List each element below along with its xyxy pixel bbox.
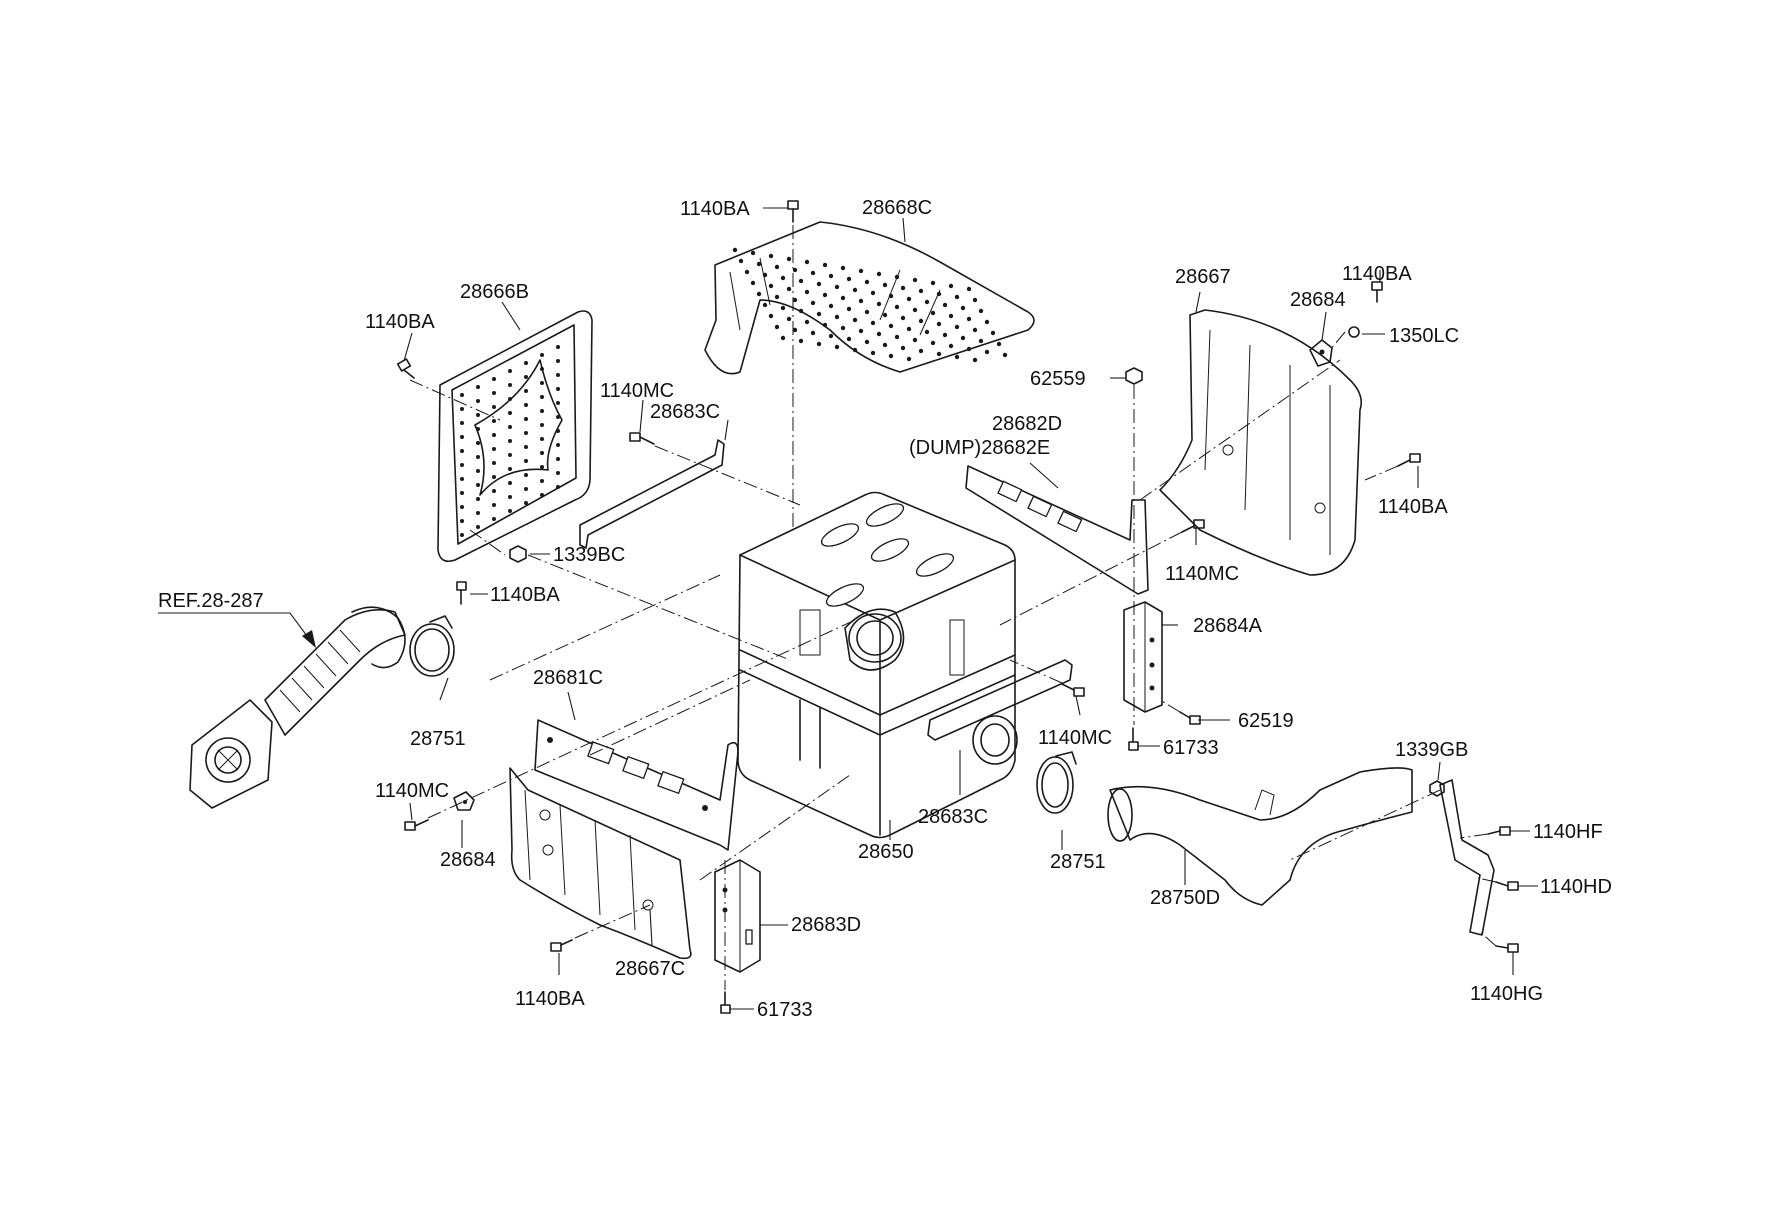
- clamp-28751-left: [409, 615, 455, 677]
- bolt-1140BA-mid: [456, 581, 467, 605]
- label-1140BA-left[interactable]: 1140BA: [365, 311, 435, 333]
- nut-1339BC: [509, 545, 527, 563]
- bracket-28683D: [714, 859, 761, 973]
- label-1339GB[interactable]: 1339GB: [1395, 739, 1468, 761]
- label-1350LC[interactable]: 1350LC: [1389, 325, 1459, 347]
- label-ref-28-287[interactable]: REF.28-287: [158, 590, 264, 612]
- tail-pipe-28750D: [1107, 767, 1413, 906]
- label-28667[interactable]: 28667: [1175, 266, 1231, 288]
- label-1140BA-right[interactable]: 1140BA: [1378, 496, 1448, 518]
- label-28750D[interactable]: 28750D: [1150, 887, 1220, 909]
- bolt-1140HG: [1495, 943, 1519, 953]
- bolt-1140MC-left: [404, 819, 429, 831]
- bolt-1140BA-bottom: [550, 939, 573, 952]
- bolt-1140HF: [1487, 826, 1511, 836]
- label-1140HD[interactable]: 1140HD: [1540, 876, 1612, 898]
- label-28666B[interactable]: 28666B: [460, 281, 529, 303]
- part-labels: 1140BA 28668C 28666B 1140BA 1140MC 28683…: [158, 197, 1612, 1021]
- bolt-1140MC-mid: [1061, 683, 1085, 697]
- label-28683C-upper[interactable]: 28683C: [650, 401, 720, 423]
- heat-shield-right-28667: [1159, 309, 1363, 576]
- clamp-28751-right: [1036, 751, 1077, 814]
- flex-pipe-ref-28-287: [189, 606, 406, 809]
- bolt-61733-right: [1128, 727, 1139, 751]
- bolt-1140MC-upper: [629, 432, 655, 445]
- bracket-28684-left: [453, 791, 475, 811]
- label-28681C[interactable]: 28681C: [533, 667, 603, 689]
- label-28683C-lower[interactable]: 28683C: [918, 806, 988, 828]
- nut-62559: [1125, 367, 1143, 385]
- label-1140BA-bottom[interactable]: 1140BA: [515, 988, 585, 1010]
- muffler-28650: [737, 491, 1018, 839]
- label-28684-right[interactable]: 28684: [1290, 289, 1346, 311]
- bracket-28684-right: [1309, 339, 1333, 367]
- label-28667C[interactable]: 28667C: [615, 958, 685, 980]
- heat-shield-top-28668C: [704, 221, 1035, 375]
- label-28683D[interactable]: 28683D: [791, 914, 861, 936]
- label-1140HF[interactable]: 1140HF: [1533, 821, 1603, 843]
- bracket-28681C: [534, 719, 739, 851]
- label-62519[interactable]: 62519: [1238, 710, 1294, 732]
- label-28684A[interactable]: 28684A: [1193, 615, 1263, 637]
- tail-pipe-hanger: [1439, 779, 1495, 936]
- bolt-62519: [1179, 711, 1201, 725]
- assembly-lines: [409, 225, 1497, 990]
- bracket-28682D: [965, 465, 1149, 595]
- bolt-1140HD: [1495, 881, 1519, 891]
- heat-shield-left-28666B: [437, 310, 593, 563]
- label-28682E-dump[interactable]: (DUMP)28682E: [909, 437, 1050, 459]
- label-1140HG[interactable]: 1140HG: [1470, 983, 1543, 1005]
- label-62559[interactable]: 62559: [1030, 368, 1086, 390]
- bolt-61733-bottom: [720, 991, 731, 1014]
- bolt-1140BA-left: [396, 358, 415, 379]
- fasteners: [396, 200, 1519, 1014]
- label-61733-right[interactable]: 61733: [1163, 737, 1219, 759]
- label-28650[interactable]: 28650: [858, 841, 914, 863]
- label-1140MC-mid[interactable]: 1140MC: [1038, 727, 1112, 749]
- label-1140BA-mid[interactable]: 1140BA: [490, 584, 560, 606]
- bracket-strap-28683C-lower: [927, 659, 1073, 741]
- label-28682D[interactable]: 28682D: [992, 413, 1062, 435]
- label-1140BA-right-top[interactable]: 1140BA: [1342, 263, 1412, 285]
- bracket-28684A: [1123, 601, 1163, 713]
- label-28751-right[interactable]: 28751: [1050, 851, 1106, 873]
- bolt-1140BA-right-top: [1371, 281, 1383, 303]
- label-61733-bottom[interactable]: 61733: [757, 999, 813, 1021]
- nut-1339GB: [1429, 780, 1445, 797]
- label-28751-left[interactable]: 28751: [410, 728, 466, 750]
- label-1140MC-right[interactable]: 1140MC: [1165, 563, 1239, 585]
- bolt-1140BA-right: [1397, 453, 1421, 467]
- label-1140MC-left[interactable]: 1140MC: [375, 780, 449, 802]
- label-28668C[interactable]: 28668C: [862, 197, 932, 219]
- label-1140BA-top[interactable]: 1140BA: [680, 198, 750, 220]
- bolt-1140BA-top: [787, 200, 799, 223]
- bolt-1140MC-right: [1181, 519, 1205, 533]
- heat-shield-lower-28667C: [509, 767, 692, 960]
- leader-lines: [158, 207, 1538, 1010]
- bracket-strap-28683C-upper: [579, 439, 725, 549]
- label-1339BC[interactable]: 1339BC: [553, 544, 625, 566]
- washer-1350LC: [1348, 326, 1360, 338]
- label-28684-left[interactable]: 28684: [440, 849, 496, 871]
- label-1140MC-upper[interactable]: 1140MC: [600, 380, 674, 402]
